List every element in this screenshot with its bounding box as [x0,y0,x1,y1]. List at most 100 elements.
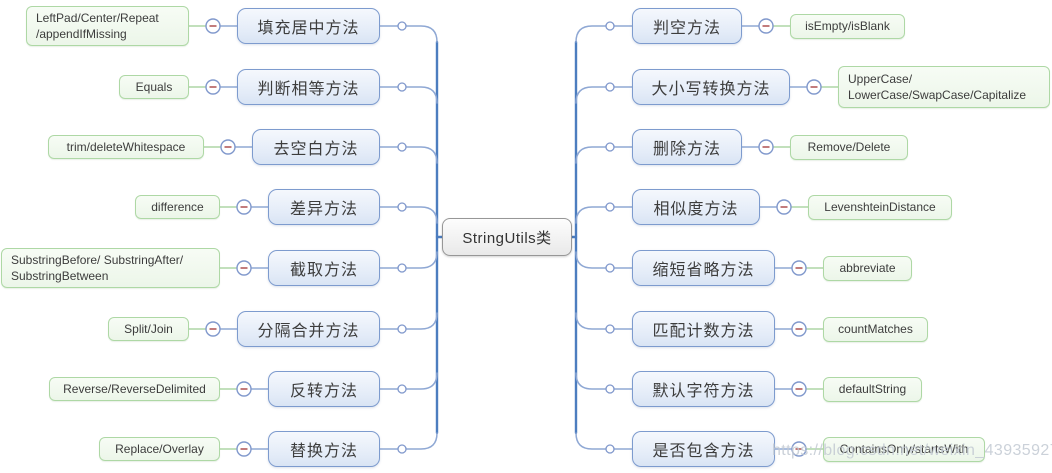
topic-node-left-6[interactable]: 反转方法 [268,371,380,407]
topic-node-left-3[interactable]: 差异方法 [268,189,380,225]
detail-node-left-4[interactable]: SubstringBefore/ SubstringAfter/Substrin… [1,248,220,288]
detail-label-line: difference [151,199,204,214]
link-dot-icon [605,202,615,212]
detail-label-line: UpperCase/ [848,72,913,86]
link-dot-icon [397,202,407,212]
detail-node-left-2[interactable]: trim/deleteWhitespace [48,135,204,159]
link-dot-icon [397,324,407,334]
link-dot-icon [397,263,407,273]
topic-node-right-6[interactable]: 默认字符方法 [632,371,775,407]
link-dot-icon [397,21,407,31]
topic-node-right-3[interactable]: 相似度方法 [632,189,760,225]
detail-node-right-0[interactable]: isEmpty/isBlank [790,13,905,39]
topic-node-left-1[interactable]: 判断相等方法 [237,69,380,105]
detail-label-line: SubstringBetween [11,269,109,283]
branch-connector [575,372,633,390]
detail-label-line: isEmpty/isBlank [805,18,890,33]
detail-node-right-6[interactable]: defaultString [823,376,922,402]
topic-label: 判空方法 [652,20,721,37]
detail-node-right-7[interactable]: ContainsOnly/startsWith [823,436,985,462]
detail-label: abbreviate [839,261,895,276]
branch-connector [575,146,633,164]
branch-connector [379,206,438,224]
detail-label: Equals [136,80,173,95]
detail-node-right-1[interactable]: UpperCase/LowerCase/SwapCase/Capitalize [838,66,1050,108]
detail-node-left-6[interactable]: Reverse/ReverseDelimited [49,377,220,401]
detail-node-right-2[interactable]: Remove/Delete [790,134,908,160]
detail-label-line: Split/Join [124,321,173,336]
detail-label: LevenshteinDistance [824,200,935,215]
detail-label-line: ContainsOnly/startsWith [839,441,969,456]
detail-node-left-3[interactable]: difference [135,195,220,219]
detail-label: isEmpty/isBlank [805,19,890,34]
detail-node-left-5[interactable]: Split/Join [108,317,189,341]
detail-node-right-3[interactable]: LevenshteinDistance [808,194,952,220]
branch-connector [379,25,438,43]
topic-node-right-7[interactable]: 是否包含方法 [632,431,775,467]
branch-connector [575,86,633,104]
topic-node-left-5[interactable]: 分隔合并方法 [237,311,380,347]
topic-label: 反转方法 [289,383,358,400]
detail-label-line: LowerCase/SwapCase/Capitalize [848,88,1027,102]
topic-label: 相似度方法 [653,201,739,218]
detail-label: LeftPad/Center/Repeat/appendIfMissing [36,10,159,42]
detail-label: difference [151,200,203,215]
detail-label-line: abbreviate [839,260,896,275]
topic-label: 填充居中方法 [257,20,360,37]
detail-label: defaultString [839,382,906,397]
detail-label-line: defaultString [838,381,907,396]
link-dot-icon [605,21,615,31]
topic-node-left-7[interactable]: 替换方法 [268,431,380,467]
topic-node-right-0[interactable]: 判空方法 [632,8,742,44]
topic-label: 默认字符方法 [652,383,755,400]
topic-label: 是否包含方法 [652,443,755,460]
link-dot-icon [397,142,407,152]
topic-node-right-4[interactable]: 缩短省略方法 [632,250,775,286]
topic-node-left-2[interactable]: 去空白方法 [252,129,380,165]
topic-label: 缩短省略方法 [652,262,755,279]
branch-connector [379,251,438,269]
detail-label-line: SubstringBefore/ SubstringAfter/ [11,253,184,267]
detail-label-line: trim/deleteWhitespace [66,139,186,154]
link-dot-icon [605,384,615,394]
topic-node-left-0[interactable]: 填充居中方法 [237,8,380,44]
detail-label-line: LevenshteinDistance [824,199,936,214]
detail-label-line: countMatches [838,321,913,336]
detail-label-line: LeftPad/Center/Repeat [36,11,159,25]
topic-node-right-5[interactable]: 匹配计数方法 [632,311,775,347]
detail-label-line: Replace/Overlay [115,441,204,456]
detail-label-line: Remove/Delete [807,139,891,154]
branch-connector [575,312,633,330]
topic-label: 截取方法 [289,262,358,279]
detail-node-left-7[interactable]: Replace/Overlay [99,437,220,461]
branch-connector [379,312,438,330]
central-topic-node[interactable]: StringUtils类 [442,218,572,256]
topic-label: 大小写转换方法 [651,81,771,98]
detail-label: SubstringBefore/ SubstringAfter/Substrin… [11,252,183,284]
topic-label: 删除方法 [652,141,721,158]
detail-label: ContainsOnly/startsWith [840,442,969,457]
detail-node-left-0[interactable]: LeftPad/Center/Repeat/appendIfMissing [26,6,189,46]
detail-label-line: /appendIfMissing [36,27,127,41]
branch-connector [379,432,438,450]
detail-node-left-1[interactable]: Equals [119,75,189,99]
topic-node-right-1[interactable]: 大小写转换方法 [632,69,790,105]
detail-label: trim/deleteWhitespace [67,140,186,155]
central-topic-label: StringUtils类 [462,229,552,247]
link-dot-icon [605,263,615,273]
branch-connector [379,372,438,390]
topic-label: 差异方法 [289,201,358,218]
topic-node-left-4[interactable]: 截取方法 [268,250,380,286]
topic-label: 匹配计数方法 [652,323,755,340]
branch-connector [379,86,438,104]
detail-node-right-5[interactable]: countMatches [823,316,928,342]
detail-node-right-4[interactable]: abbreviate [823,255,912,281]
detail-label-line: Reverse/ReverseDelimited [63,381,206,396]
topic-node-right-2[interactable]: 删除方法 [632,129,742,165]
link-dot-icon [605,142,615,152]
branch-connector [575,251,633,269]
detail-label: UpperCase/LowerCase/SwapCase/Capitalize [848,71,1026,103]
topic-label: 去空白方法 [273,141,359,158]
branch-connector [575,25,633,43]
